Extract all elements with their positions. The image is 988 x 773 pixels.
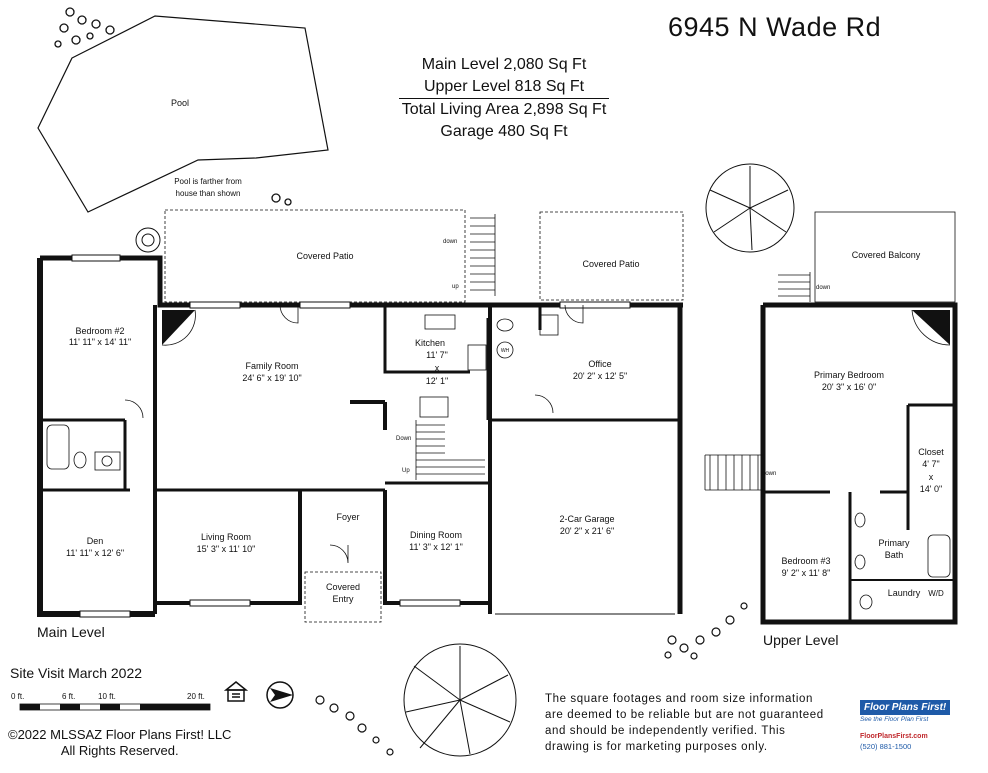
dining-room-label: Dining Room bbox=[410, 530, 462, 540]
copyright-line-1: ©2022 MLSSAZ Floor Plans First! LLC bbox=[8, 727, 232, 742]
tree-icon bbox=[403, 643, 517, 757]
area-summary: Main Level 2,080 Sq Ft Upper Level 818 S… bbox=[380, 54, 628, 143]
upper-level-walls bbox=[760, 302, 958, 625]
foyer-label: Foyer bbox=[336, 512, 359, 522]
primary-bedroom-label: Primary Bedroom bbox=[814, 370, 884, 380]
water-heater-label: WH bbox=[501, 348, 510, 354]
upper-level-area: Upper Level 818 Sq Ft bbox=[423, 78, 585, 95]
covered-patio-office bbox=[539, 211, 684, 301]
tree-icon bbox=[705, 163, 795, 253]
balcony-stairs bbox=[778, 272, 811, 302]
stairs-down-patio: down bbox=[443, 239, 457, 245]
main-level-area: Main Level 2,080 Sq Ft bbox=[421, 56, 587, 73]
covered-balcony-label: Covered Balcony bbox=[852, 250, 921, 260]
covered-entry-2: Entry bbox=[332, 594, 354, 604]
closet-size-2: 14' 0" bbox=[920, 484, 942, 494]
north-arrow-icon bbox=[266, 681, 294, 709]
den-label: Den bbox=[87, 536, 104, 546]
kitchen-size-2: 12' 1" bbox=[426, 376, 448, 386]
property-address: 6945 N Wade Rd bbox=[668, 12, 882, 42]
closet-size-x: x bbox=[929, 472, 934, 482]
stairs-down-interior: Down bbox=[396, 436, 411, 442]
patio-stairs bbox=[470, 214, 496, 296]
interior-stairs bbox=[415, 420, 485, 480]
stairs-up-interior: Up bbox=[402, 468, 410, 474]
pool-note-1: Pool is farther from bbox=[174, 177, 242, 186]
windows bbox=[71, 254, 631, 618]
total-living-area: Total Living Area 2,898 Sq Ft bbox=[398, 98, 610, 121]
pool-outline bbox=[37, 15, 329, 213]
washer-dryer-label: W/D bbox=[928, 589, 944, 598]
kitchen-label: Kitchen bbox=[415, 338, 445, 348]
upper-level-title: Upper Level bbox=[763, 632, 839, 648]
scale-bar bbox=[19, 703, 211, 711]
disclaimer-line: The square footages and room size inform… bbox=[545, 693, 813, 705]
den-size: 11' 11" x 12' 6" bbox=[66, 548, 124, 558]
dining-room-size: 11' 3" x 12' 1" bbox=[409, 542, 463, 552]
primary-bath-2: Bath bbox=[885, 550, 904, 560]
copyright: ©2022 MLSSAZ Floor Plans First! LLC All … bbox=[8, 727, 231, 759]
site-visit-date: Site Visit March 2022 bbox=[10, 665, 143, 681]
office-size: 20' 2" x 12' 5" bbox=[573, 371, 627, 381]
stairs-down-balcony: down bbox=[816, 285, 830, 291]
shrub-icon bbox=[54, 7, 115, 48]
brand-logo: Floor Plans First! bbox=[860, 700, 951, 715]
covered-patio-office-label: Covered Patio bbox=[582, 259, 639, 269]
upper-bath-fixtures bbox=[854, 512, 951, 610]
bedroom2-label: Bedroom #2 bbox=[75, 326, 124, 336]
kitchen-size-1: 11' 7" bbox=[426, 350, 448, 360]
kitchen-appliances bbox=[419, 341, 514, 418]
family-room-label: Family Room bbox=[245, 361, 298, 371]
primary-bedroom-size: 20' 3" x 16' 0" bbox=[822, 382, 876, 392]
covered-entry-outline bbox=[304, 571, 382, 623]
stairs-down-upper: down bbox=[762, 471, 776, 477]
fireplace-icon bbox=[912, 310, 950, 345]
living-room-label: Living Room bbox=[201, 532, 251, 542]
kitchen-size-x: x bbox=[435, 363, 440, 373]
brand-tagline: See the Floor Plan First bbox=[860, 716, 929, 723]
scale-10: 10 ft. bbox=[98, 692, 116, 701]
tree-icon bbox=[135, 227, 161, 253]
garage-size: 20' 2" x 21' 6" bbox=[560, 526, 614, 536]
main-level-walls bbox=[37, 255, 683, 617]
living-room-size: 15' 3" x 11' 10" bbox=[197, 544, 256, 554]
fireplace-icon bbox=[162, 310, 195, 345]
equal-housing-icon bbox=[223, 681, 249, 702]
pool-note-2: house than shown bbox=[176, 189, 241, 198]
brand-url[interactable]: FloorPlansFirst.com bbox=[860, 733, 928, 740]
bedroom3-label: Bedroom #3 bbox=[781, 556, 830, 566]
laundry-label: Laundry bbox=[888, 588, 921, 598]
upper-stairs bbox=[704, 454, 763, 491]
disclaimer-line: and should be independently verified. Th… bbox=[545, 725, 786, 737]
disclaimer-line: are deemed to be reliable but are not gu… bbox=[545, 709, 824, 721]
scale-6: 6 ft. bbox=[62, 692, 75, 701]
covered-entry-1: Covered bbox=[326, 582, 360, 592]
stairs-up-patio: up bbox=[452, 284, 459, 290]
office-label: Office bbox=[588, 359, 611, 369]
brand-block: Floor Plans First! See the Floor Plan Fi… bbox=[860, 697, 970, 751]
main-level-title: Main Level bbox=[37, 624, 105, 640]
scale-20: 20 ft. bbox=[187, 692, 205, 701]
disclaimer-line: drawing is for marketing purposes only. bbox=[545, 741, 768, 753]
bedroom2-size: 11' 11" x 14' 11" bbox=[69, 337, 131, 347]
covered-patio-main-label: Covered Patio bbox=[296, 251, 353, 261]
copyright-line-2: All Rights Reserved. bbox=[60, 743, 179, 758]
disclaimer: The square footages and room size inform… bbox=[545, 691, 824, 755]
closet-size-1: 4' 7" bbox=[922, 459, 939, 469]
doors bbox=[124, 304, 584, 564]
garage-area: Garage 480 Sq Ft bbox=[440, 123, 568, 140]
shrub-icon bbox=[315, 602, 748, 756]
bedroom3-size: 9' 2" x 11' 8" bbox=[782, 568, 831, 578]
garage-label: 2-Car Garage bbox=[559, 514, 614, 524]
shrub-icon bbox=[271, 193, 292, 206]
closet-label: Closet bbox=[918, 447, 944, 457]
covered-balcony bbox=[814, 211, 956, 303]
scale-0: 0 ft. bbox=[11, 692, 24, 701]
family-room-size: 24' 6" x 19' 10" bbox=[242, 373, 301, 383]
primary-bath-1: Primary bbox=[879, 538, 910, 548]
bath-fixtures bbox=[46, 314, 559, 471]
pool-label: Pool bbox=[171, 98, 189, 108]
brand-phone: (520) 881-1500 bbox=[860, 742, 912, 751]
